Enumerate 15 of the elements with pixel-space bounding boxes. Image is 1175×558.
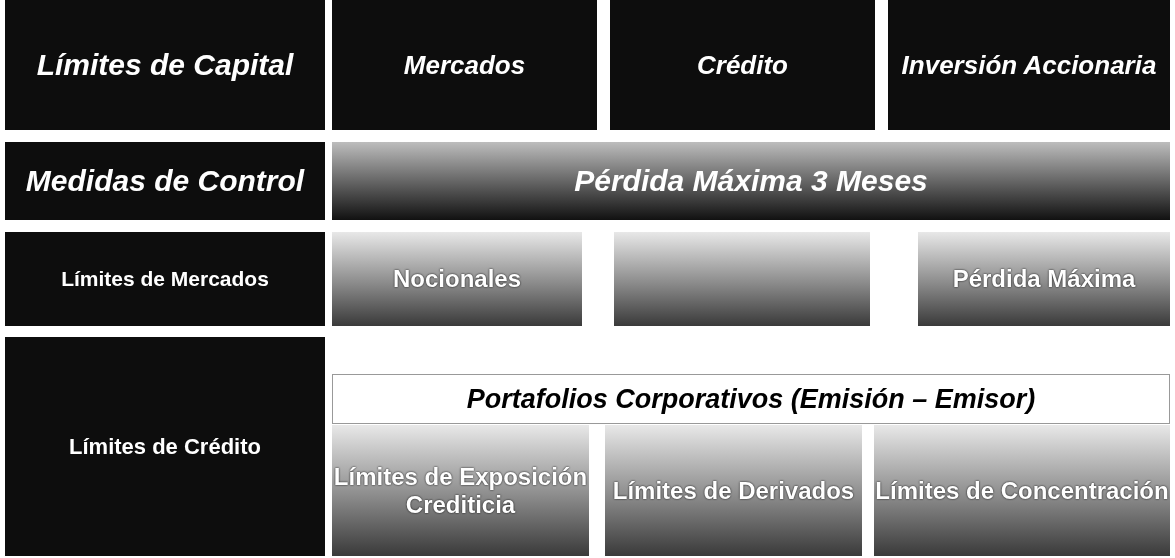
empty-box <box>614 232 870 326</box>
category-box: Nocionales <box>332 232 582 326</box>
category-box: Portafolios Corporativos (Emisión – Emisor) <box>332 374 1170 424</box>
category-box: Límites de Concentración <box>874 425 1170 556</box>
row-header-box: Mercados <box>332 0 597 130</box>
row-header-box: Inversión Accionaria <box>888 0 1170 130</box>
category-box: Límites de Exposición Crediticia <box>332 425 589 556</box>
row-header-box: Límites de Capital <box>5 0 325 130</box>
row-header-box: Medidas de Control <box>5 142 325 220</box>
category-box: Pérdida Máxima 3 Meses <box>332 142 1170 220</box>
row-header-box: Límites de Crédito <box>5 337 325 556</box>
row-header-box: Crédito <box>610 0 875 130</box>
row-header-box: Límites de Mercados <box>5 232 325 326</box>
category-box: Pérdida Máxima <box>918 232 1170 326</box>
category-box: Límites de Derivados <box>605 425 862 556</box>
